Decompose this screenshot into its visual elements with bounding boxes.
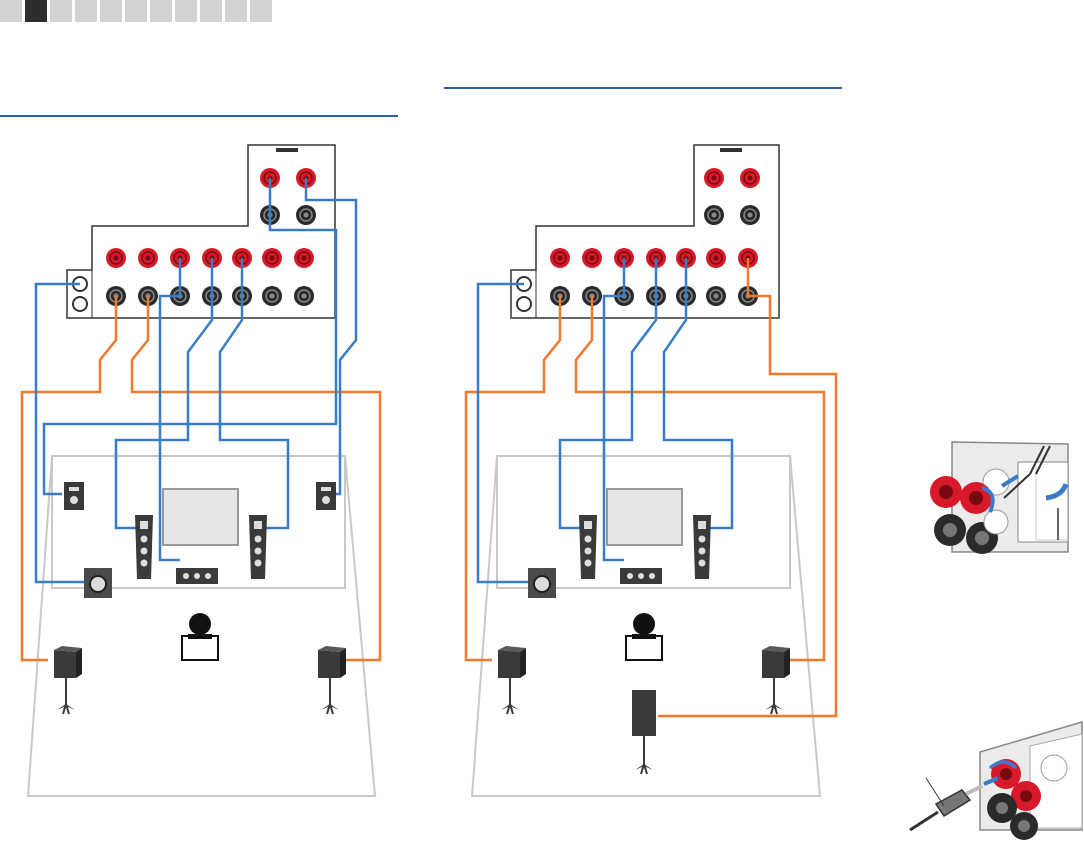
receiver-rear-panel [67, 145, 335, 318]
banana-plug-icon [910, 722, 1082, 840]
surround-back-speaker [632, 690, 656, 774]
surround-right-speaker [762, 646, 790, 714]
listening-position [626, 613, 662, 660]
front-right-speaker [249, 515, 267, 579]
front-left-speaker [135, 515, 153, 579]
front-presence-right-speaker [316, 482, 336, 510]
surround-cables [22, 296, 380, 660]
speaker-terminal-bare-wire-icon [930, 442, 1068, 554]
left-layout-diagram [22, 145, 380, 796]
tv-icon [163, 489, 238, 545]
front-left-speaker [579, 515, 597, 579]
front-right-speaker [693, 515, 711, 579]
receiver-rear-panel [511, 145, 779, 318]
listening-position [182, 613, 218, 660]
tv-icon [607, 489, 682, 545]
surround-right-speaker [318, 646, 346, 714]
surround-left-speaker [54, 646, 82, 714]
right-layout-diagram [466, 145, 836, 796]
front-presence-left-speaker [64, 482, 84, 510]
surround-left-speaker [498, 646, 526, 714]
